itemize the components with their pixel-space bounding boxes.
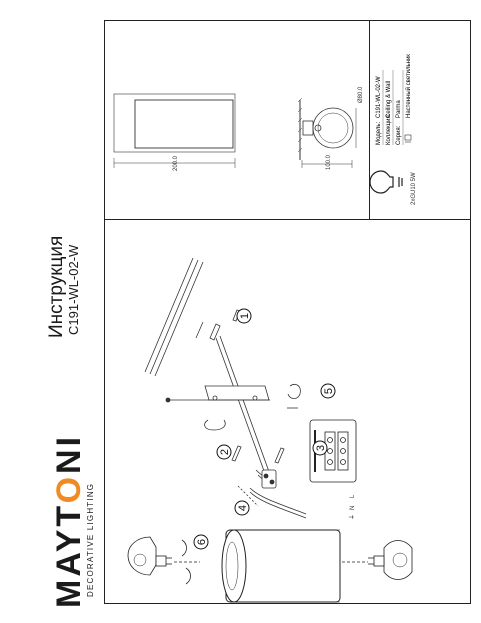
terminal-label-n: N bbox=[350, 506, 356, 510]
spec-model-value: C191-WL-02-W bbox=[376, 76, 382, 118]
terminal-label-ground: ⏚ bbox=[349, 514, 356, 520]
spec-divider bbox=[369, 20, 370, 219]
step-4-marker: 4 bbox=[234, 500, 250, 516]
spec-type-value: Настенный светильник bbox=[405, 54, 412, 118]
step-3-marker: 3 bbox=[312, 440, 328, 456]
step-5-number: 5 bbox=[323, 388, 335, 394]
top-view-drawing bbox=[113, 93, 236, 168]
step-1-marker: 1 bbox=[236, 308, 252, 324]
step-2-marker: 2 bbox=[216, 444, 232, 460]
dim-depth: 100.0 bbox=[326, 154, 332, 170]
step-5-marker: 5 bbox=[320, 383, 336, 399]
step-3-number: 3 bbox=[315, 445, 327, 451]
gu10-bulb-left bbox=[127, 536, 200, 585]
mounting-bracket bbox=[165, 384, 301, 431]
spec-collection-value: Ceiling & Wall bbox=[386, 81, 392, 118]
spec-series-label: Серия: bbox=[396, 125, 402, 145]
wall-lines bbox=[144, 257, 204, 377]
side-view-drawing bbox=[297, 97, 357, 168]
terminal-block bbox=[309, 419, 357, 483]
step-1-number: 1 bbox=[239, 313, 251, 319]
step-6-marker: 6 bbox=[193, 534, 209, 550]
step-6-number: 6 bbox=[196, 539, 208, 545]
lamp-spec: 2xGU10 5W bbox=[411, 172, 417, 205]
wires bbox=[237, 469, 307, 519]
spec-series-value: Parma bbox=[396, 100, 402, 118]
spec-collection-label: Коллекция: bbox=[386, 113, 392, 145]
screw-parts bbox=[231, 445, 285, 464]
terminal-label-l: L bbox=[350, 494, 356, 498]
gu10-bulb-right bbox=[342, 540, 413, 580]
dim-width: 200.0 bbox=[173, 155, 179, 171]
spec-model-label: Модель: bbox=[376, 121, 382, 145]
step-4-number: 4 bbox=[237, 505, 249, 511]
bulb-icon bbox=[369, 170, 403, 194]
spec-block: Модель: C191-WL-02-W Коллекция: Ceiling … bbox=[376, 54, 412, 145]
lamp-cylinder bbox=[221, 529, 341, 603]
step-2-number: 2 bbox=[219, 449, 231, 455]
frame-divider bbox=[104, 219, 471, 220]
dim-diameter: Ø80.0 bbox=[358, 86, 364, 103]
wall-lamp-icon bbox=[404, 134, 412, 143]
content-frame bbox=[104, 20, 471, 604]
